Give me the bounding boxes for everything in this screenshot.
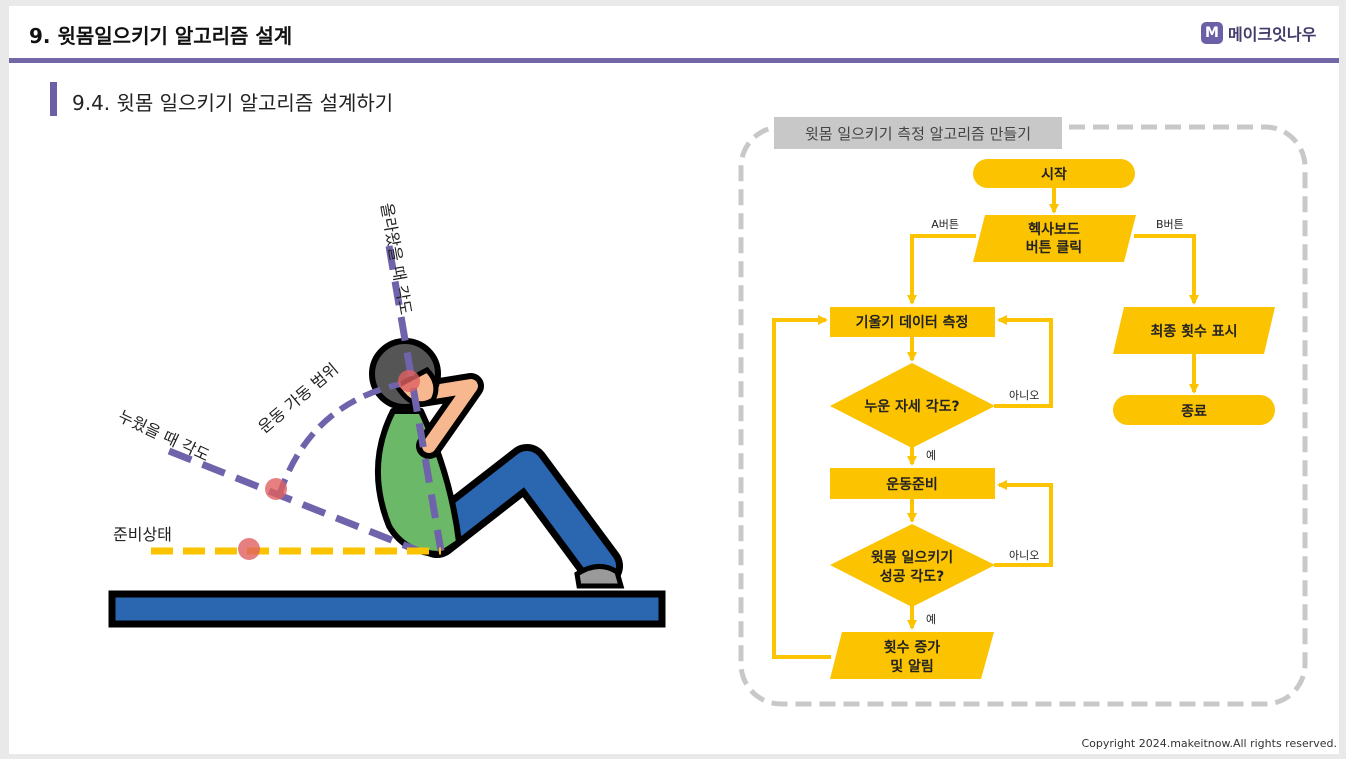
flowchart-title-box — [774, 117, 1062, 149]
brand-logo-icon: M — [1201, 22, 1223, 44]
end-label: 종료 — [1181, 404, 1207, 420]
success-label-line1: 윗몸 일으키기 — [871, 550, 953, 566]
header-divider — [9, 58, 1339, 63]
flow-connectors — [772, 187, 1199, 659]
brand-name: 메이크잇나우 — [1228, 25, 1317, 44]
button-input-node — [973, 215, 1136, 262]
success-decision-node — [830, 524, 995, 607]
lying-decision-node — [830, 363, 995, 448]
a-button-label: A버튼 — [931, 218, 959, 231]
count-label-line1: 횟수 증가 — [884, 639, 941, 656]
count-node — [830, 632, 994, 679]
ready-angle-marker — [238, 538, 260, 560]
algorithm-flowchart: 윗몸 일으키기 측정 알고리즘 만들기 시작 헥사보드 버튼 클릭 A버튼 B버… — [738, 117, 1308, 707]
ready-node — [830, 468, 995, 499]
lying-no-label: 아니오 — [1009, 389, 1039, 402]
exercise-mat — [108, 590, 666, 628]
brand-logo: M 메이크잇나우 — [1201, 21, 1316, 45]
start-label: 시작 — [1041, 166, 1067, 183]
lying-yes-label: 예 — [926, 449, 936, 462]
success-yes-label: 예 — [926, 613, 936, 626]
section-title: 9.4. 윗몸 일으키기 알고리즘 설계하기 — [72, 91, 394, 115]
label-ready-state: 준비상태 — [113, 525, 172, 544]
header-title: 9. 윗몸일으키기 알고리즘 설계 — [29, 24, 293, 48]
section-marker — [50, 82, 57, 116]
flowchart-title: 윗몸 일으키기 측정 알고리즘 만들기 — [805, 125, 1031, 143]
button-label-line2: 버튼 클릭 — [1026, 239, 1082, 256]
success-label-line2: 성공 각도? — [880, 568, 945, 585]
measure-node — [830, 307, 995, 337]
b-button-label: B버튼 — [1156, 218, 1184, 231]
lying-decision-label: 누운 자세 각도? — [864, 398, 959, 415]
situp-illustration: 올라왔을 때 각도 운동 가동 범위 누웠을 때 각도 준비상태 — [108, 201, 666, 628]
success-no-label: 아니오 — [1009, 549, 1039, 562]
ready-label: 운동준비 — [886, 477, 938, 493]
person-figure — [369, 338, 625, 589]
up-angle-marker — [398, 370, 420, 392]
count-label-line2: 및 알림 — [890, 658, 934, 675]
final-count-node — [1113, 307, 1275, 354]
end-node — [1113, 395, 1275, 425]
lying-angle-marker — [265, 478, 287, 500]
measure-label: 기울기 데이터 측정 — [856, 314, 969, 331]
final-count-label: 최종 횟수 표시 — [1150, 323, 1237, 340]
button-label-line1: 헥사보드 — [1028, 222, 1080, 238]
footer-copyright: Copyright 2024.makeitnow.All rights rese… — [1081, 737, 1337, 750]
start-node — [973, 159, 1135, 188]
slide: 9. 윗몸일으키기 알고리즘 설계 M 메이크잇나우 9.4. 윗몸 일으키기 … — [9, 6, 1339, 754]
angle-guides — [151, 245, 445, 555]
